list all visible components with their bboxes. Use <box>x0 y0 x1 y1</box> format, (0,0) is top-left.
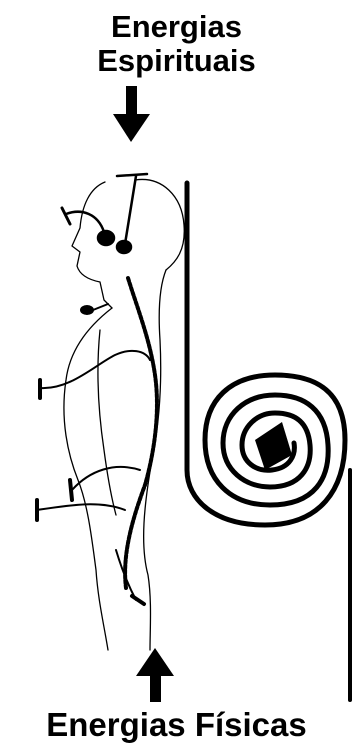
down-arrow-icon <box>113 86 150 142</box>
back-outline <box>144 270 166 650</box>
energy-spiral <box>187 183 350 700</box>
head-outline <box>135 179 184 270</box>
physical-energies-label: Energias Físicas <box>0 705 353 745</box>
arm-outline <box>98 330 116 515</box>
chakra-connectors <box>37 304 150 604</box>
spine <box>125 278 157 588</box>
up-arrow-icon <box>136 648 174 702</box>
